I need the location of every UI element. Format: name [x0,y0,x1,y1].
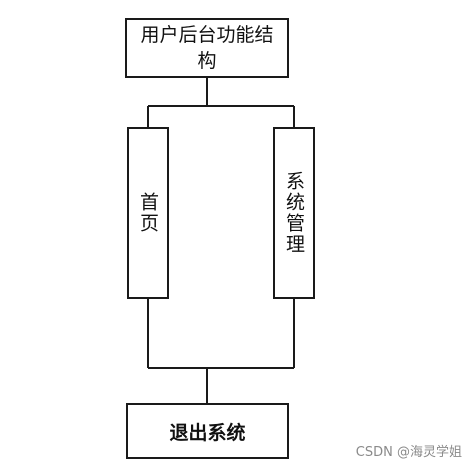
node-exit-system: 退出系统 [126,403,289,459]
node-system-management: 系统管理 [273,127,315,299]
node-label: 首页 [137,192,159,234]
node-label: 用户后台功能结构 [140,24,274,72]
watermark: CSDN @海灵学姐 [353,441,464,460]
node-user-backend-structure: 用户后台功能结构 [125,18,289,78]
node-home: 首页 [127,127,169,299]
node-label: 退出系统 [169,421,246,444]
node-label: 系统管理 [283,171,305,255]
